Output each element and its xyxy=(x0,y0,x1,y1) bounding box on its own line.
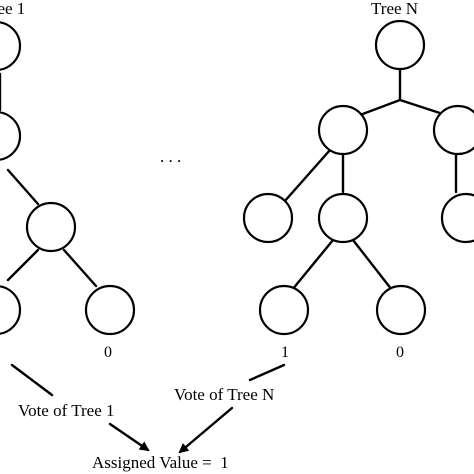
treeN-node-right xyxy=(432,104,474,156)
tree1-title: Tree 1 xyxy=(0,0,25,18)
tree1-leaf-right-value: 0 xyxy=(104,344,112,361)
treeN-edge-split-left xyxy=(358,98,402,117)
tree-1: Tree 1 0 xyxy=(0,0,136,361)
treeN-result-arrow xyxy=(178,406,234,454)
treeN-node-rr xyxy=(440,192,474,244)
treeN-edge-c-leafr xyxy=(351,238,394,292)
treeN-edge-split-right xyxy=(398,98,448,117)
ellipsis: . . . xyxy=(160,147,181,166)
tree1-edge-n2-n3 xyxy=(6,168,40,206)
treeN-node-ll xyxy=(242,192,294,244)
tree-n: Tree N 1 0 xyxy=(242,0,474,361)
tree1-leaf-left xyxy=(0,285,22,335)
treeN-leaf-right xyxy=(375,284,427,336)
voting: Vote of Tree 1 Vote of Tree N Assigned V… xyxy=(10,363,286,472)
treeN-vote-label: Vote of Tree N xyxy=(174,385,274,404)
tree1-vote-label: Vote of Tree 1 xyxy=(18,401,115,420)
treeN-title: Tree N xyxy=(371,0,418,18)
treeN-vote-line xyxy=(248,363,286,382)
tree1-node-2 xyxy=(0,111,22,161)
treeN-leaf-left xyxy=(258,284,310,336)
treeN-edge-c-leafl xyxy=(290,238,335,292)
tree1-root-node xyxy=(0,21,22,71)
treeN-leaf-left-value: 1 xyxy=(281,344,289,361)
tree1-edge-n3-leafl xyxy=(6,248,40,282)
treeN-leaf-right-value: 0 xyxy=(396,344,404,361)
treeN-root-node xyxy=(374,19,426,71)
tree1-node-3 xyxy=(25,201,77,253)
result-label: Assigned Value = 1 xyxy=(92,453,229,472)
treeN-node-lm xyxy=(317,192,369,244)
tree1-vote-line xyxy=(10,363,54,397)
treeN-edge-a-b xyxy=(282,148,332,204)
tree1-leaf-right xyxy=(84,284,136,336)
treeN-node-left xyxy=(317,104,369,156)
tree1-edge-n3-leafr xyxy=(62,248,98,288)
tree1-result-arrow xyxy=(108,422,150,452)
